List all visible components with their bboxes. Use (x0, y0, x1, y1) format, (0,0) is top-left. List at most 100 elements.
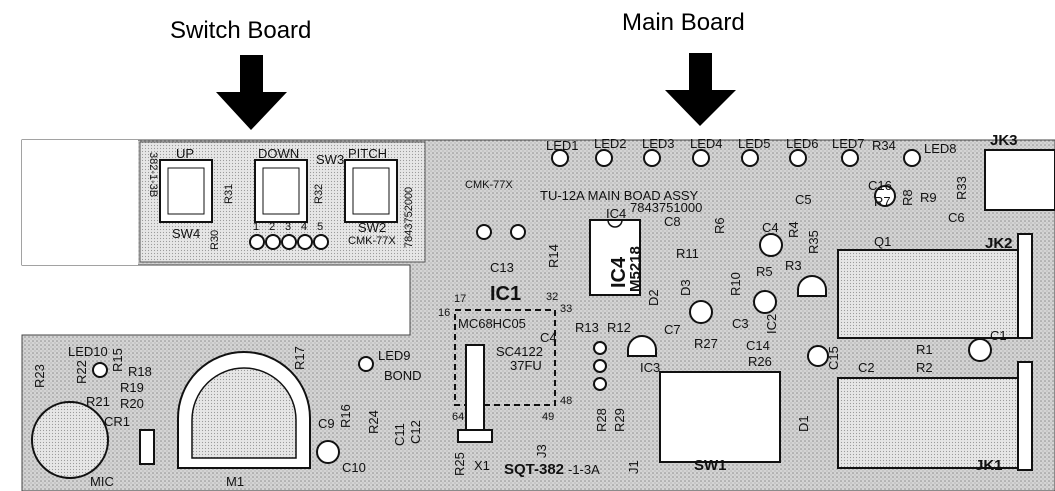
mic-label: MIC (90, 474, 114, 489)
switch-board-part-number: 7843752000 (403, 187, 415, 248)
component-labels: C13 C8 C5 C6 C4 C3 C7 C14 C2 C15 C1 C16 … (32, 138, 1007, 476)
switch-up (159, 159, 213, 223)
sqt-code: SQT-382 (504, 461, 564, 478)
r22-label: R22 (74, 360, 89, 384)
misc-round-pads (476, 185, 992, 391)
led3-label: LED3 (642, 136, 675, 151)
r32-label: R32 (313, 184, 325, 204)
ic1-ref: IC1 (490, 283, 521, 305)
r28-label: R28 (594, 408, 609, 432)
crystal-x1 (457, 429, 493, 443)
sw1-label: SW1 (694, 457, 727, 474)
r23-label: R23 (32, 364, 47, 388)
j1-label: J1 (626, 460, 641, 474)
bond-label: BOND (384, 368, 422, 383)
d2-label: D2 (646, 289, 661, 306)
led8-label: LED8 (924, 141, 957, 156)
c9-label: C9 (318, 416, 335, 431)
up-label: UP (176, 146, 194, 161)
jk2-label: JK2 (985, 235, 1013, 252)
sw3-label: SW3 (316, 152, 344, 167)
switch-board-connector-pads (249, 234, 329, 250)
c6-label: C6 (948, 210, 965, 225)
sw1-switch (659, 371, 781, 463)
assy-number: 7843751000 (630, 200, 702, 215)
led6-label: LED6 (786, 136, 819, 151)
r14-label: R14 (546, 244, 561, 268)
led1-label: LED1 (546, 138, 579, 153)
r19-label: R19 (120, 380, 144, 395)
ic3-footprint (627, 335, 657, 357)
r11-label: R11 (676, 246, 699, 261)
c1-label: C1 (990, 328, 1007, 343)
jack-jk1 (837, 361, 1033, 471)
r17-label: R17 (292, 346, 307, 370)
c14-label: C14 (746, 338, 770, 353)
led4-label: LED4 (690, 136, 723, 151)
pin-49: 49 (542, 411, 554, 423)
r29-label: R29 (612, 408, 627, 432)
r10-label: R10 (728, 272, 743, 296)
c2-label: C2 (858, 360, 875, 375)
switch-down (254, 159, 308, 223)
r31-label: R31 (223, 184, 235, 204)
ic4-part: M5218 (627, 246, 644, 292)
pin-17: 17 (454, 293, 466, 305)
led7-label: LED7 (832, 136, 865, 151)
r5-label: R5 (756, 264, 773, 279)
r26-label: R26 (748, 354, 772, 369)
c16-label: C16 (868, 178, 892, 193)
pad-label-3: 3 (285, 221, 291, 233)
ic4-top-label: IC4 (606, 206, 626, 221)
led2-label: LED2 (594, 136, 627, 151)
c5-label: C5 (795, 192, 812, 207)
c15-label: C15 (826, 346, 841, 370)
switch-board-side-code: 382-1-3B (147, 152, 159, 197)
c13-label: C13 (490, 260, 514, 275)
jack-jk3 (984, 149, 1055, 211)
r1-label: R1 (916, 342, 933, 357)
c4b-label: C4 (540, 330, 557, 345)
c12-label: C12 (408, 420, 423, 444)
led9-label: LED9 (378, 348, 411, 363)
c8-label: C8 (664, 214, 681, 229)
ic4-ref: IC4 (608, 256, 630, 288)
r35-label: R35 (806, 230, 821, 254)
c4-label: C4 (762, 220, 779, 235)
cr1-label: CR1 (104, 414, 130, 429)
c11-label: C11 (392, 423, 407, 446)
r21-label: R21 (86, 394, 110, 409)
r34-label: R34 (872, 138, 896, 153)
r12-label: R12 (607, 320, 631, 335)
r18-label: R18 (128, 364, 152, 379)
jk3-label: JK3 (990, 132, 1018, 149)
r6-label: R6 (712, 217, 727, 234)
sqt-suffix: -1-3A (568, 462, 600, 477)
switch-board-heading: Switch Board (170, 17, 311, 44)
c3-label: C3 (732, 316, 749, 331)
jk1-label: JK1 (975, 457, 1003, 474)
r16-label: R16 (338, 404, 353, 428)
j3-label: J3 (534, 444, 549, 458)
m1-label: M1 (226, 474, 244, 489)
r4-label: R4 (786, 221, 801, 238)
pin-32: 32 (546, 291, 558, 303)
switch-board-arrow (216, 55, 287, 130)
pitch-label: PITCH (348, 146, 387, 161)
pin-64: 64 (452, 411, 464, 423)
jack-jk2 (837, 233, 1033, 339)
r3-label: R3 (785, 258, 802, 273)
down-label: DOWN (258, 146, 299, 161)
c7-label: C7 (664, 322, 681, 337)
r2-label: R2 (916, 360, 933, 375)
switch-board-cmk: CMK-77X (348, 235, 396, 247)
ic4-chip (589, 219, 641, 296)
c10-label: C10 (342, 460, 366, 475)
r9-label: R9 (920, 190, 937, 205)
ic1-part3: 37FU (510, 358, 542, 373)
switch-pitch (344, 159, 398, 223)
main-board-heading: Main Board (622, 9, 745, 36)
pad-label-2: 2 (269, 221, 275, 233)
pin-48: 48 (560, 395, 572, 407)
r33-label: R33 (954, 176, 969, 200)
